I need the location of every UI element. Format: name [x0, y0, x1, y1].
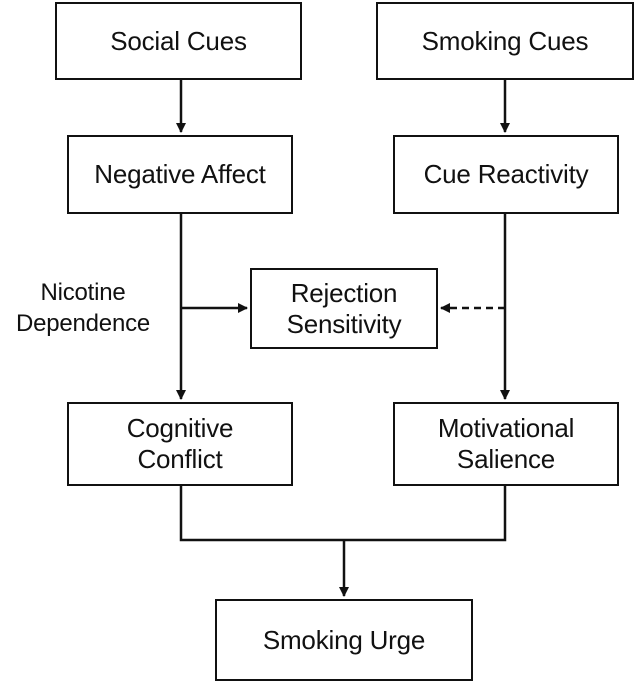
node-cognitive-conflict: Cognitive Conflict: [67, 402, 293, 486]
node-rejection-sensitivity-line-1: Rejection: [290, 277, 398, 308]
node-motivational-salience-line-1: Motivational: [437, 413, 575, 443]
node-cue-reactivity-label: Cue Reactivity: [423, 159, 589, 189]
node-smoking-cues-label: Smoking Cues: [421, 25, 589, 56]
node-cognitive-conflict-line-1: Cognitive: [126, 413, 234, 443]
node-smoking-cues: Smoking Cues: [376, 2, 634, 80]
node-rejection-sensitivity-line-2: Sensitivity: [286, 308, 402, 339]
node-social-cues-label: Social Cues: [110, 25, 247, 56]
node-rejection-sensitivity: Rejection Sensitivity: [250, 268, 438, 349]
node-social-cues: Social Cues: [55, 2, 302, 80]
merge-connector: [179, 486, 507, 542]
moderator-label-line-2: Dependence: [15, 310, 151, 337]
moderator-label-nicotine-dependence: Nicotine Dependence: [0, 277, 166, 339]
node-motivational-salience: Motivational Salience: [393, 402, 619, 486]
node-negative-affect-label: Negative Affect: [94, 159, 266, 189]
node-negative-affect: Negative Affect: [67, 135, 293, 214]
node-motivational-salience-line-2: Salience: [456, 444, 556, 474]
node-cue-reactivity: Cue Reactivity: [393, 135, 619, 214]
node-smoking-urge-label: Smoking Urge: [262, 624, 426, 655]
moderator-label-line-1: Nicotine: [40, 279, 126, 306]
node-smoking-urge: Smoking Urge: [215, 599, 473, 681]
node-cognitive-conflict-line-2: Conflict: [137, 444, 223, 474]
